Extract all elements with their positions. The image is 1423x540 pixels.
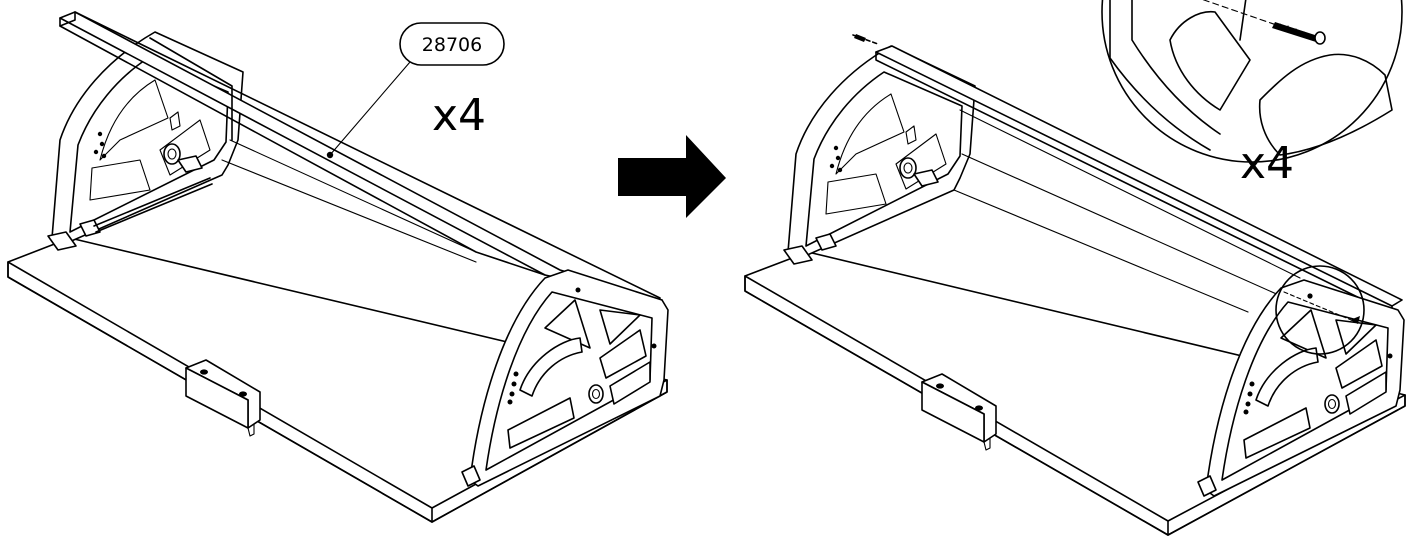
part-number-label: 28706: [422, 34, 482, 56]
side-frame-back-left: [47, 31, 244, 251]
right-arrow-icon: [618, 135, 726, 218]
quantity-label-after: x4: [1240, 138, 1294, 189]
front-bracket-left: [185, 359, 261, 437]
side-frame-front-right: [1197, 279, 1405, 497]
side-frame-front-left: [461, 269, 669, 487]
quantity-label-before: x4: [432, 90, 486, 141]
front-bracket-right: [921, 373, 997, 451]
part-callout: 28706: [326, 22, 505, 159]
assembly-before: 28706 x4: [7, 11, 669, 523]
side-frame-back-right: [783, 45, 976, 265]
assembly-after: x4: [744, 0, 1406, 536]
detail-marker-circle: [1275, 265, 1365, 355]
zoom-detail: [1101, 0, 1403, 163]
screw-icon: [852, 34, 879, 45]
part-number-bubble: [399, 22, 505, 66]
